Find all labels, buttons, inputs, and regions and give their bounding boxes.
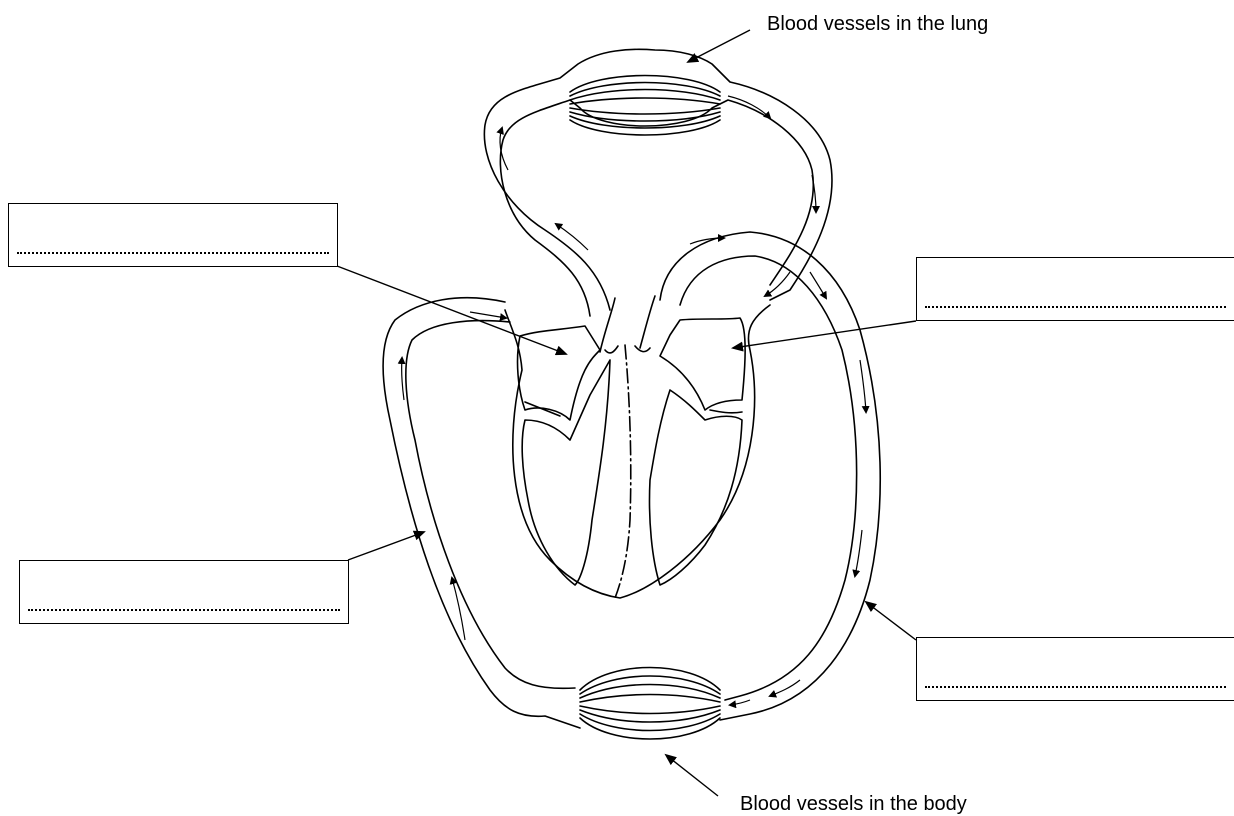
answer-box-1[interactable] — [8, 203, 338, 267]
body-vessels-label: Blood vessels in the body — [740, 793, 967, 815]
answer-dotted-line[interactable] — [28, 609, 340, 611]
flow-arrow — [556, 224, 588, 250]
answer-box-3[interactable] — [19, 560, 349, 624]
flow-arrow — [470, 312, 506, 318]
pointer-arrow-box-2 — [733, 321, 916, 348]
vena-cava-inner — [406, 321, 575, 689]
pointer-arrow-lung-vessels — [688, 30, 750, 62]
answer-box-2[interactable] — [916, 257, 1234, 321]
answer-dotted-line[interactable] — [925, 306, 1226, 308]
pointer-arrow-box-1 — [337, 266, 566, 354]
flow-arrow — [402, 358, 404, 400]
aorta-inner — [680, 256, 857, 700]
flow-arrow — [730, 700, 750, 705]
lung-vessels-label: Blood vessels in the lung — [767, 13, 988, 35]
right-ventricle — [522, 360, 610, 585]
pulmonary-vessel-inner — [500, 100, 813, 316]
pointer-arrow-body-vessels — [666, 755, 718, 796]
septum — [615, 345, 631, 598]
flow-arrow — [855, 530, 862, 576]
body-capillaries — [580, 668, 720, 740]
pointer-arrow-box-4 — [866, 602, 916, 640]
answer-dotted-line[interactable] — [925, 686, 1226, 688]
systemic-circuit — [383, 232, 880, 728]
answer-dotted-line[interactable] — [17, 252, 329, 254]
left-atrium — [660, 318, 745, 410]
left-ventricle — [649, 390, 742, 585]
flow-arrow — [860, 360, 866, 412]
answer-box-4[interactable] — [916, 637, 1234, 701]
vena-cava-outer — [383, 298, 580, 728]
pointer-arrow-box-3 — [348, 532, 424, 560]
heart — [505, 296, 770, 598]
